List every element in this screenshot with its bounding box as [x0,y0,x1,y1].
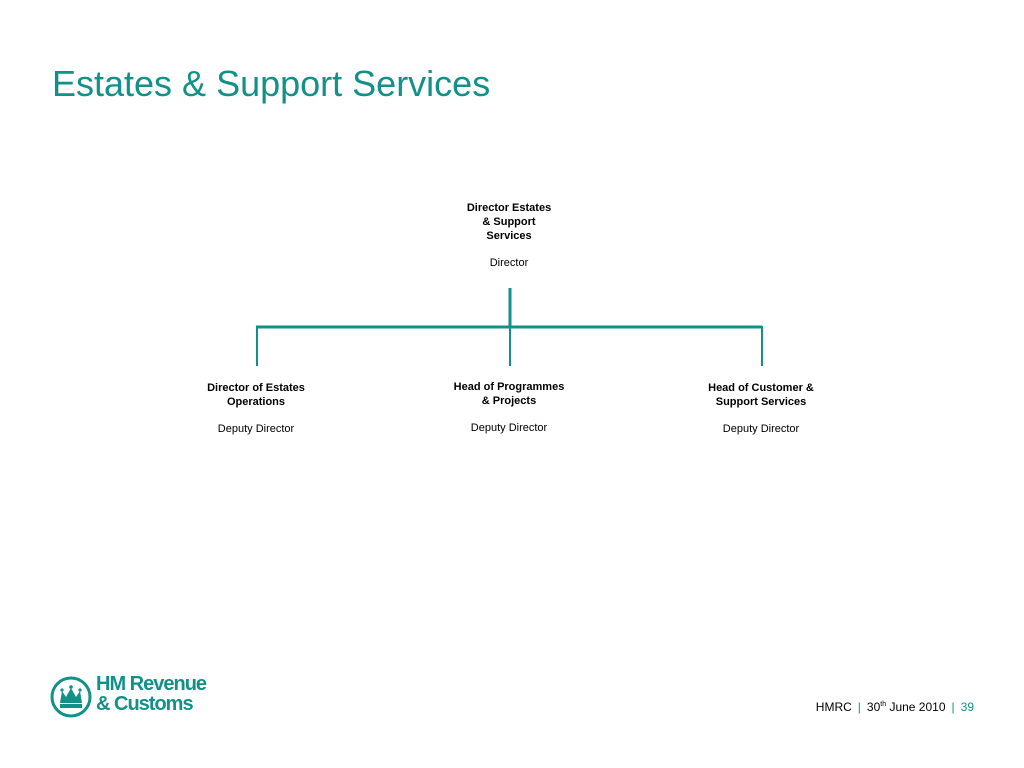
crown-emblem-icon [50,676,92,718]
footer-date-suffix: th [880,701,887,708]
slide-footer: HMRC | 30th June 2010 | 39 [816,700,974,714]
org-node-title-line: Support Services [715,396,807,408]
page-number: 39 [960,700,974,714]
footer-separator: | [951,700,955,714]
org-node-title-line: Head of Customer & [708,382,814,394]
hmrc-logo: HM Revenue & Customs [50,674,220,720]
footer-separator: | [857,700,861,714]
slide-title: Estates & Support Services [52,63,491,104]
org-node-title-line: & Support [482,216,536,228]
org-node-director-estates: Director Estates & Support Services Dire… [424,201,594,270]
org-node-director-estates-operations: Director of Estates Operations Deputy Di… [171,381,341,436]
logo-wordmark: HM Revenue & Customs [96,673,207,715]
org-node-title-line: Director Estates [466,202,552,214]
org-node-grade: Director [489,257,529,269]
org-node-title: Director of Estates Operations [171,381,341,409]
org-node-title: Head of Programmes & Projects [424,380,594,408]
footer-date-day: 30 [866,700,881,714]
footer-org: HMRC [815,700,852,714]
org-node-head-programmes-projects: Head of Programmes & Projects Deputy Dir… [424,380,594,435]
org-node-title-line: Operations [226,396,286,408]
org-node-grade: Deputy Director [217,423,295,435]
logo-line2: & Customs [96,693,194,715]
org-node-title: Head of Customer & Support Services [676,381,846,409]
org-node-title: Director Estates & Support Services [424,201,594,243]
org-node-title-line: Services [486,230,532,242]
org-node-title-line: & Projects [481,395,537,407]
logo-line1: HM Revenue [96,673,207,695]
org-node-grade: Deputy Director [470,422,548,434]
org-node-title-line: Director of Estates [207,382,305,394]
org-node-grade: Deputy Director [722,423,800,435]
footer-date-rest: June 2010 [889,700,946,714]
org-node-title-line: Head of Programmes [453,381,565,393]
org-node-head-customer-support: Head of Customer & Support Services Depu… [676,381,846,436]
